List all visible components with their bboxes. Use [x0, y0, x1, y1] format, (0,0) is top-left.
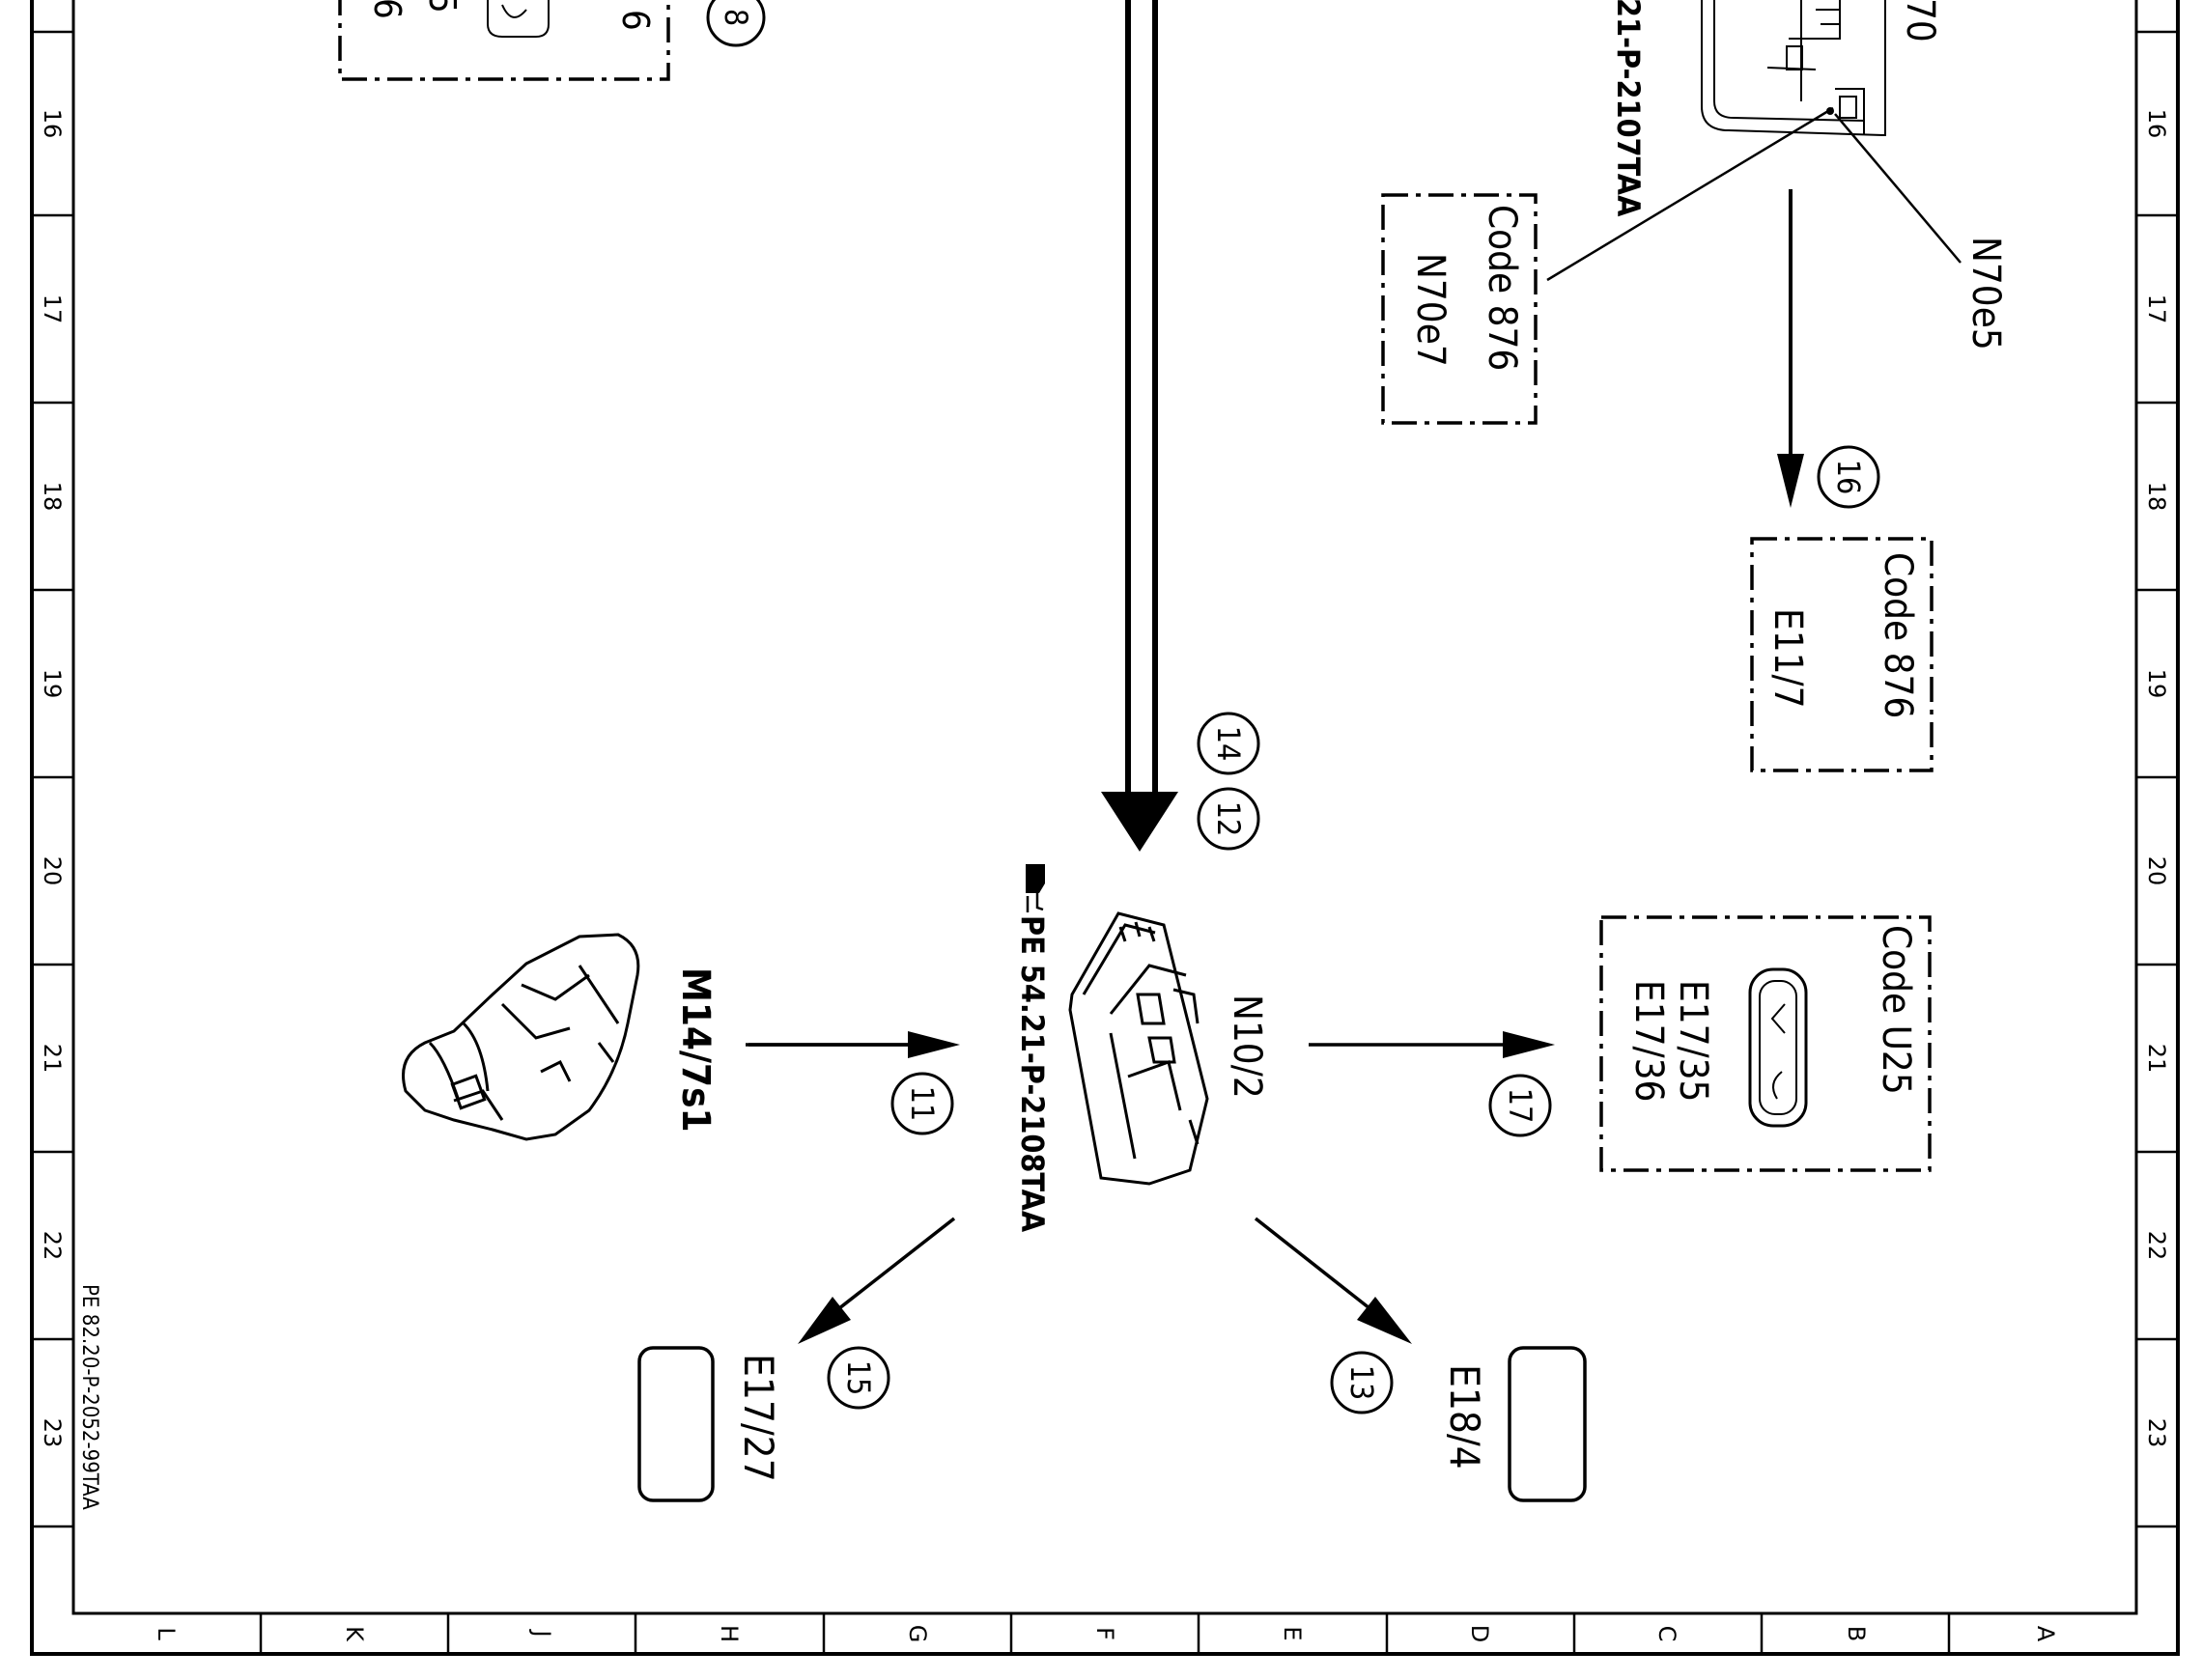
row-label-left: 19 [39, 669, 66, 699]
callout-13-circle [1330, 1351, 1394, 1414]
n70e7-label: N70e7 [1408, 253, 1453, 367]
row-label-right: 17 [2143, 294, 2170, 324]
n70e7-code: Code 876 [1480, 205, 1524, 371]
arrow-n10-to-e18-4-head [1357, 1297, 1412, 1344]
top-fragment-five: 5 [421, 0, 464, 14]
m14-7s1-label: M14/7s1 [673, 967, 718, 1133]
column-label: L [153, 1627, 180, 1640]
right-row-ticks [2136, 30, 2178, 1528]
row-label-left: 22 [39, 1231, 66, 1261]
n70-ref-partial: 21-P-2107TAA [1610, 0, 1647, 217]
pointing-hand-icon [1026, 864, 1045, 912]
e18-4-label: E18/4 [1441, 1364, 1488, 1470]
n70-panel-sketch [1701, 0, 1886, 136]
column-label: H [716, 1625, 743, 1642]
n10-2-module-icon [1068, 911, 1209, 1186]
column-label: G [904, 1625, 931, 1643]
n70e5-leader [1834, 113, 1962, 264]
top-fragment-connector-sketch [487, 0, 550, 38]
column-label: C [1653, 1626, 1680, 1642]
row-label-left: 23 [39, 1418, 66, 1448]
callout-12-circle [1197, 787, 1260, 851]
m14-7s1-switch-icon [402, 933, 640, 1141]
callout-14-circle [1197, 712, 1260, 775]
arrow-m14-to-n10-head [908, 1031, 960, 1058]
callout-16: 16 [1830, 460, 1867, 495]
callout-11-circle [890, 1072, 954, 1135]
callout-11: 11 [904, 1086, 941, 1122]
column-label: E [1279, 1626, 1306, 1640]
n10-2-ref: PE 54.21-P-2108TAA [1014, 915, 1051, 1233]
arrow-n10-to-u25-head [1503, 1031, 1555, 1058]
row-label-right: 20 [2143, 856, 2170, 886]
column-label: J [528, 1628, 555, 1637]
arrow-n10-to-e17-27-shaft [824, 1217, 956, 1321]
n70e7-leader [1546, 106, 1834, 282]
row-label-left: 18 [39, 482, 66, 512]
e17-27-label: E17/27 [735, 1354, 782, 1482]
row-label-right: 22 [2143, 1231, 2170, 1261]
column-label: B [1843, 1626, 1870, 1641]
n10-2-label: N10/2 [1225, 994, 1269, 1099]
bus-arrowhead [1101, 792, 1178, 852]
callout-17-circle [1488, 1074, 1552, 1137]
e11-7-label: E11/7 [1765, 608, 1810, 709]
arrow-n10-to-e18-4-shaft [1254, 1217, 1385, 1321]
row-label-left: 17 [39, 294, 66, 324]
outer-frame [30, 0, 2180, 1656]
top-left-partial-box [338, 0, 670, 81]
e11-7-code: Code 876 [1876, 552, 1920, 718]
callout-14: 14 [1210, 726, 1247, 762]
top-fragment-six-b: 6 [614, 10, 657, 31]
column-label: K [341, 1626, 368, 1642]
top-fragment-six: 6 [366, 0, 409, 19]
n70e7-box [1381, 193, 1538, 425]
arrow-n10-to-e17-27-head [798, 1297, 851, 1344]
row-label-right: 21 [2143, 1044, 2170, 1074]
callout-17: 17 [1502, 1088, 1539, 1124]
e18-4-lamp [1508, 1346, 1587, 1502]
row-label-right: 23 [2143, 1418, 2170, 1448]
n70e5-label: N70e5 [1963, 237, 2008, 350]
arrow-to-e11-7-head [1777, 454, 1804, 508]
e17-27-lamp [637, 1346, 715, 1502]
n70-partial-label: 70 [1898, 0, 1942, 42]
row-label-left: 20 [39, 856, 66, 886]
callout-12: 12 [1210, 801, 1247, 837]
callout-16-circle [1817, 445, 1880, 509]
row-label-right: 19 [2143, 669, 2170, 699]
callout-8-circle [706, 0, 766, 47]
column-label: F [1091, 1627, 1118, 1640]
e17-35-label: E17/35 [1671, 980, 1715, 1102]
callout-8: 8 [718, 9, 754, 26]
e11-7-box [1750, 537, 1934, 772]
left-row-ticks [32, 30, 73, 1528]
callout-15-circle [827, 1346, 890, 1410]
u25-code: Code U25 [1874, 925, 1918, 1095]
row-label-right: 16 [2143, 109, 2170, 139]
row-label-right: 18 [2143, 482, 2170, 512]
footer-reference: PE 82.20-P-2052-99TAA [77, 1284, 101, 1510]
bottom-column-ticks [259, 1613, 1951, 1654]
callout-15: 15 [840, 1360, 877, 1396]
u25-box [1599, 915, 1932, 1172]
column-label: D [1466, 1625, 1493, 1642]
lamp-sketch-icon [1748, 967, 1808, 1128]
inner-frame [71, 0, 2138, 1615]
callout-13: 13 [1343, 1365, 1380, 1401]
e17-36-label: E17/36 [1626, 980, 1671, 1102]
row-label-left: 21 [39, 1044, 66, 1074]
column-label: A [2032, 1626, 2059, 1642]
row-label-left: 16 [39, 109, 66, 139]
